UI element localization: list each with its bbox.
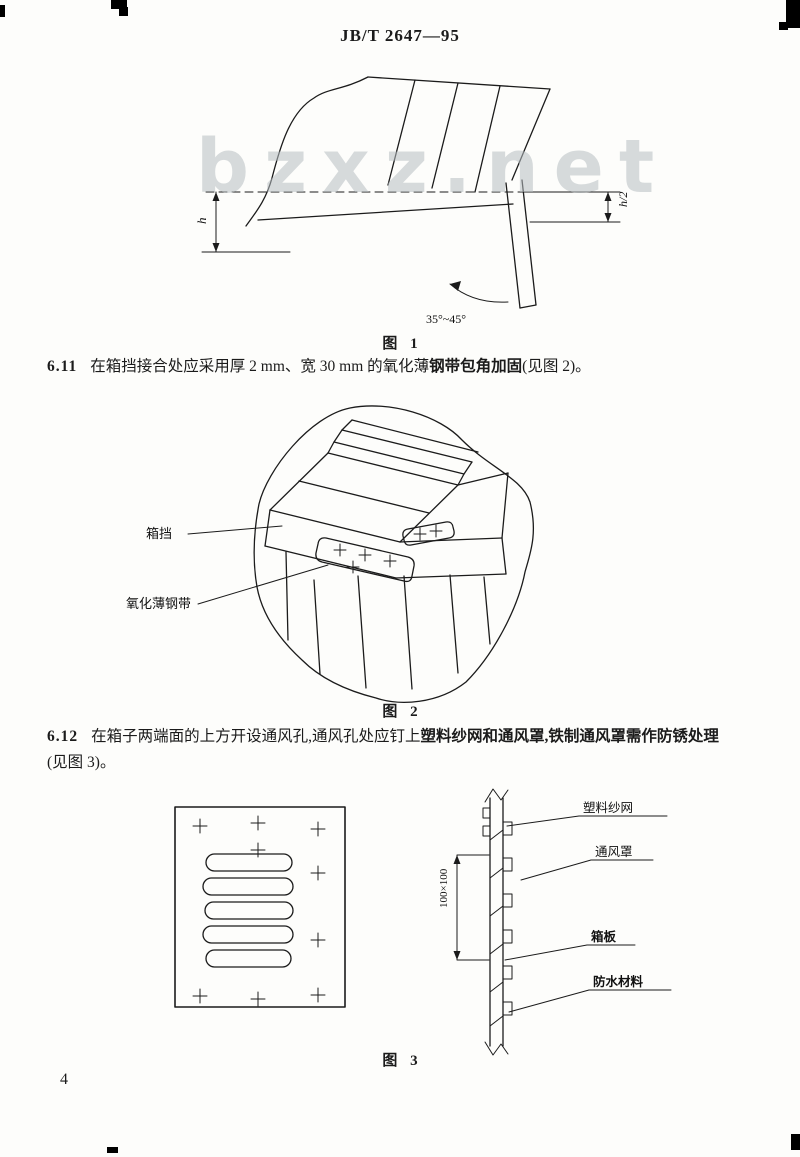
- scan-artifact: [107, 1147, 118, 1153]
- vent-cover-label: 通风罩: [595, 845, 633, 859]
- clause-number: 6.11: [47, 358, 78, 375]
- vent-hole-dimension-label: 100×100: [438, 868, 450, 908]
- dimension-label-h: h: [194, 218, 209, 225]
- clause-6-11: 6.11 在箱挡接合处应采用厚 2 mm、宽 30 mm 的氧化薄钢带包角加固(见…: [47, 354, 763, 380]
- waterproof-material-label: 防水材料: [593, 974, 644, 989]
- figure-3-panel-drawing: [168, 800, 353, 1018]
- scan-artifact: [119, 7, 128, 16]
- figure-3-caption: 图 3: [382, 1053, 418, 1069]
- box-board-label: 箱板: [591, 929, 617, 944]
- page-number: 4: [60, 1071, 68, 1088]
- figure-1-drawing: 35°~45° h h/2: [178, 52, 638, 337]
- scan-artifact: [779, 22, 788, 30]
- dimension-label-h2: h/2: [616, 192, 630, 207]
- clause-text: 在箱子两端面的上方开设通风孔,通风孔处应钉上: [91, 728, 421, 745]
- steel-strip-label: 氧化薄钢带: [126, 596, 191, 611]
- clause-6-12: 6.12 在箱子两端面的上方开设通风孔,通风孔处应钉上塑料纱网和通风罩,铁制通风罩…: [47, 724, 763, 776]
- figure-2-caption: 图 2: [382, 704, 418, 720]
- clause-text-bold: 塑料纱网和通风罩,铁制通风罩需作防锈处理: [420, 728, 719, 745]
- angle-dimension-label: 35°~45°: [426, 312, 466, 326]
- figure-1-caption: 图 1: [382, 336, 418, 352]
- clause-text: (见图 2)。: [522, 358, 591, 375]
- scan-artifact: [791, 1134, 800, 1150]
- clause-text: (见图 3)。: [47, 754, 116, 771]
- clause-text-bold: 钢带包角加固: [429, 358, 523, 375]
- figure-3-section-drawing: 100×100 塑料纱网 通风罩 箱板 防水材料: [435, 782, 705, 1064]
- scan-artifact: [111, 0, 127, 9]
- clause-number: 6.12: [47, 728, 79, 745]
- figure-2-drawing: 箱挡 氧化薄钢带: [118, 392, 593, 710]
- standard-code-header: JB/T 2647—95: [340, 26, 460, 45]
- clause-text: 在箱挡接合处应采用厚 2 mm、宽 30 mm 的氧化薄: [90, 358, 430, 375]
- scan-artifact: [0, 5, 5, 17]
- plastic-mesh-label: 塑料纱网: [583, 800, 633, 815]
- baffle-label: 箱挡: [146, 526, 172, 541]
- scan-artifact: [786, 0, 800, 28]
